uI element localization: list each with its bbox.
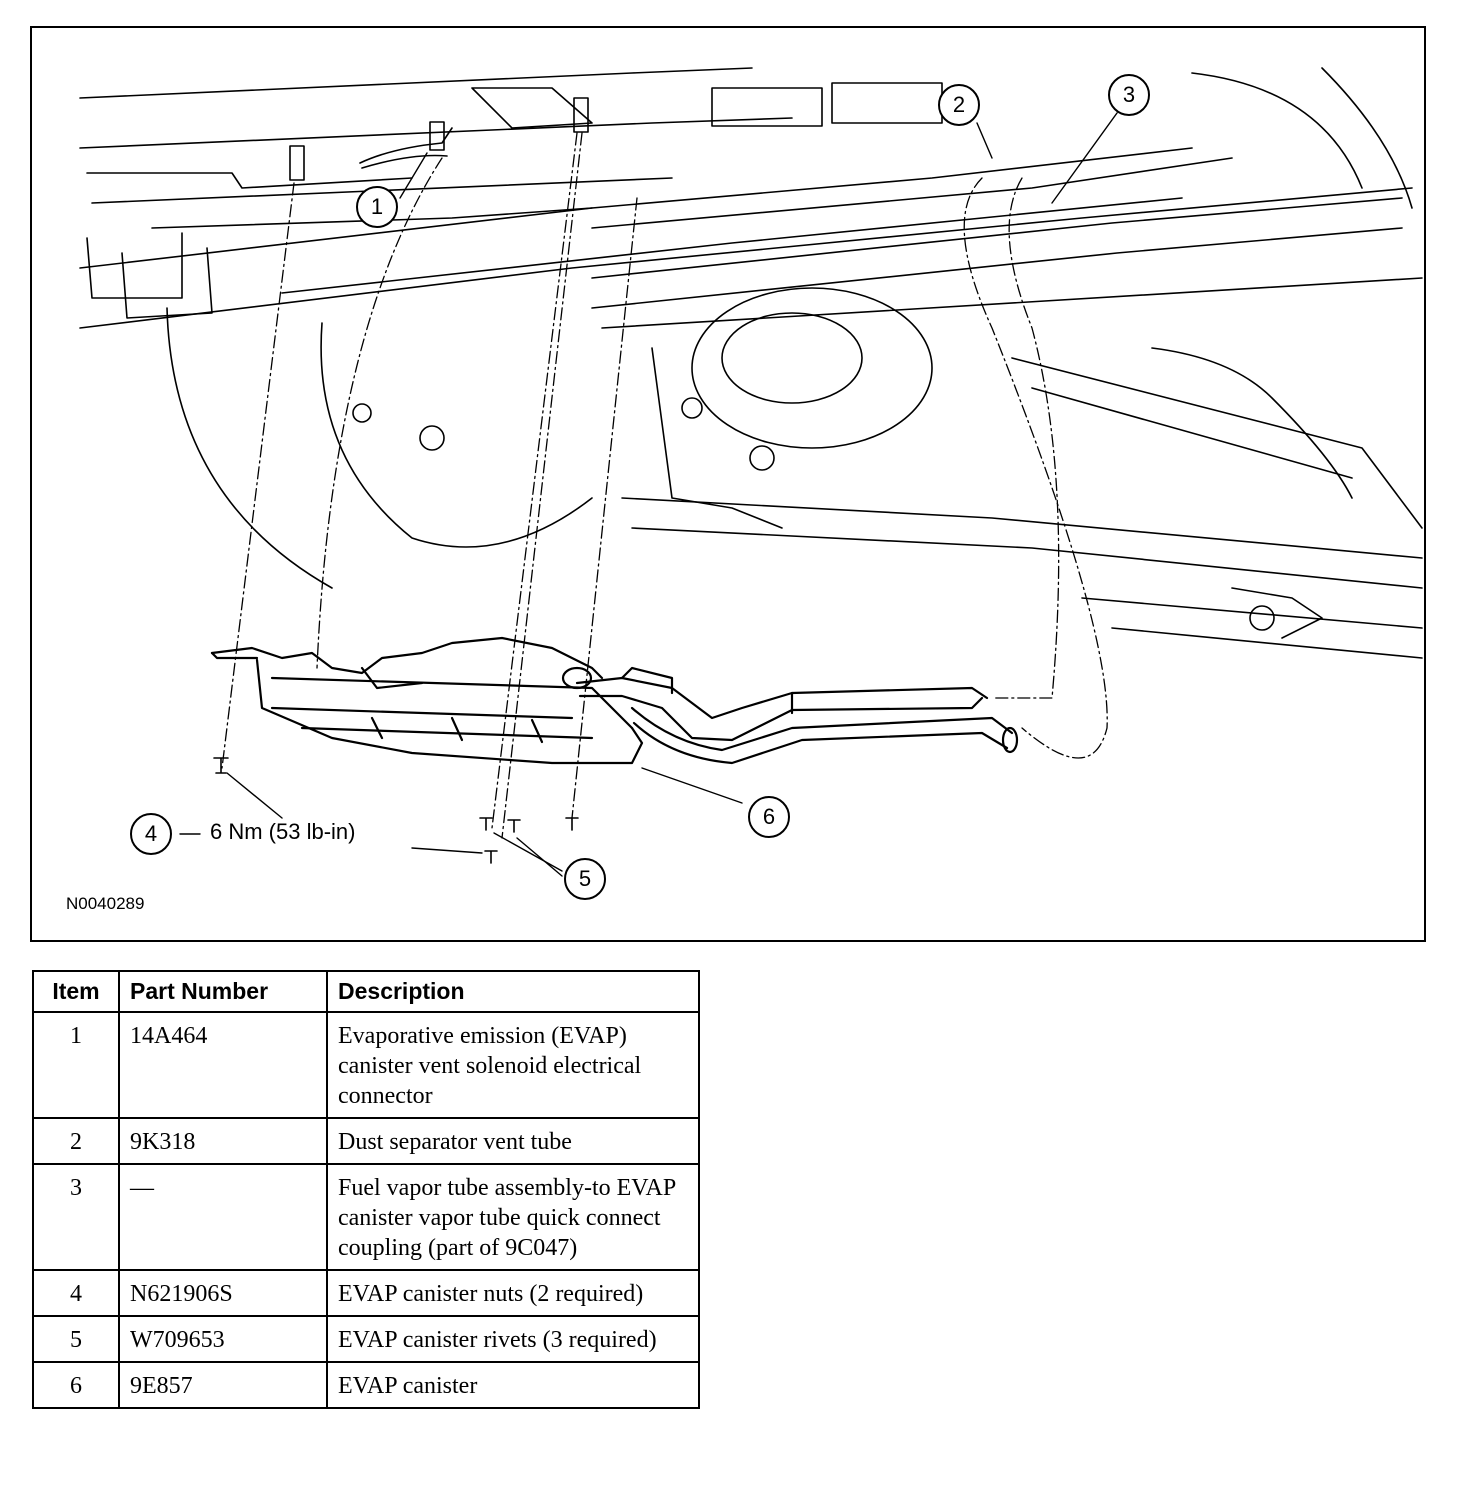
table-header-row: Item Part Number Description: [32, 970, 700, 1013]
vapor-tubes: [575, 666, 1019, 765]
fasteners: [213, 757, 579, 864]
cell-description: EVAP canister nuts (2 required): [326, 1269, 700, 1317]
cell-item: 1: [32, 1011, 120, 1119]
cell-description: Evaporative emission (EVAP) canister ven…: [326, 1011, 700, 1119]
cell-item: 4: [32, 1269, 120, 1317]
mounting-studs: [289, 97, 589, 181]
torque-spec-label: 6 Nm (53 lb-in): [210, 819, 356, 844]
table-row: 5 W709653 EVAP canister rivets (3 requir…: [32, 1315, 700, 1363]
table-row: 6 9E857 EVAP canister: [32, 1361, 700, 1409]
floor-pan: [79, 67, 1413, 329]
underbody-illustration: [79, 67, 1423, 877]
callout-5: 5: [564, 858, 606, 900]
figure-id: N0040289: [66, 894, 145, 913]
callout-2: 2: [938, 84, 980, 126]
header-part-number: Part Number: [118, 970, 328, 1013]
callout-4: 4: [130, 813, 172, 855]
cell-item: 5: [32, 1315, 120, 1363]
cell-part-number: 9K318: [118, 1117, 328, 1165]
table-row: 2 9K318 Dust separator vent tube: [32, 1117, 700, 1165]
callout-6: 6: [748, 796, 790, 838]
assembly-lines: [221, 132, 1108, 839]
cell-part-number: —: [118, 1163, 328, 1271]
header-description: Description: [326, 970, 700, 1013]
leader-lines: [179, 112, 1118, 877]
table-row: 4 N621906S EVAP canister nuts (2 require…: [32, 1269, 700, 1317]
frame-rail: [86, 197, 1423, 659]
evap-canister: [210, 636, 644, 765]
cell-part-number: 14A464: [118, 1011, 328, 1119]
parts-table: Item Part Number Description 1 14A464 Ev…: [32, 970, 700, 1409]
cell-description: Dust separator vent tube: [326, 1117, 700, 1165]
header-item: Item: [32, 970, 120, 1013]
cell-part-number: 9E857: [118, 1361, 328, 1409]
cell-part-number: W709653: [118, 1315, 328, 1363]
table-row: 1 14A464 Evaporative emission (EVAP) can…: [32, 1011, 700, 1119]
cell-description: Fuel vapor tube assembly-to EVAP caniste…: [326, 1163, 700, 1271]
cell-item: 6: [32, 1361, 120, 1409]
cell-description: EVAP canister rivets (3 required): [326, 1315, 700, 1363]
table-row: 3 — Fuel vapor tube assembly-to EVAP can…: [32, 1163, 700, 1271]
cell-description: EVAP canister: [326, 1361, 700, 1409]
axle-assembly: [166, 287, 1353, 639]
cell-item: 2: [32, 1117, 120, 1165]
callout-1: 1: [356, 186, 398, 228]
cell-part-number: N621906S: [118, 1269, 328, 1317]
vent-solenoid-connector: [359, 121, 453, 169]
diagram-frame: 1 2 3 4 5 6 6 Nm (53 lb-in) N0040289: [30, 26, 1426, 942]
cell-item: 3: [32, 1163, 120, 1271]
callout-3: 3: [1108, 74, 1150, 116]
